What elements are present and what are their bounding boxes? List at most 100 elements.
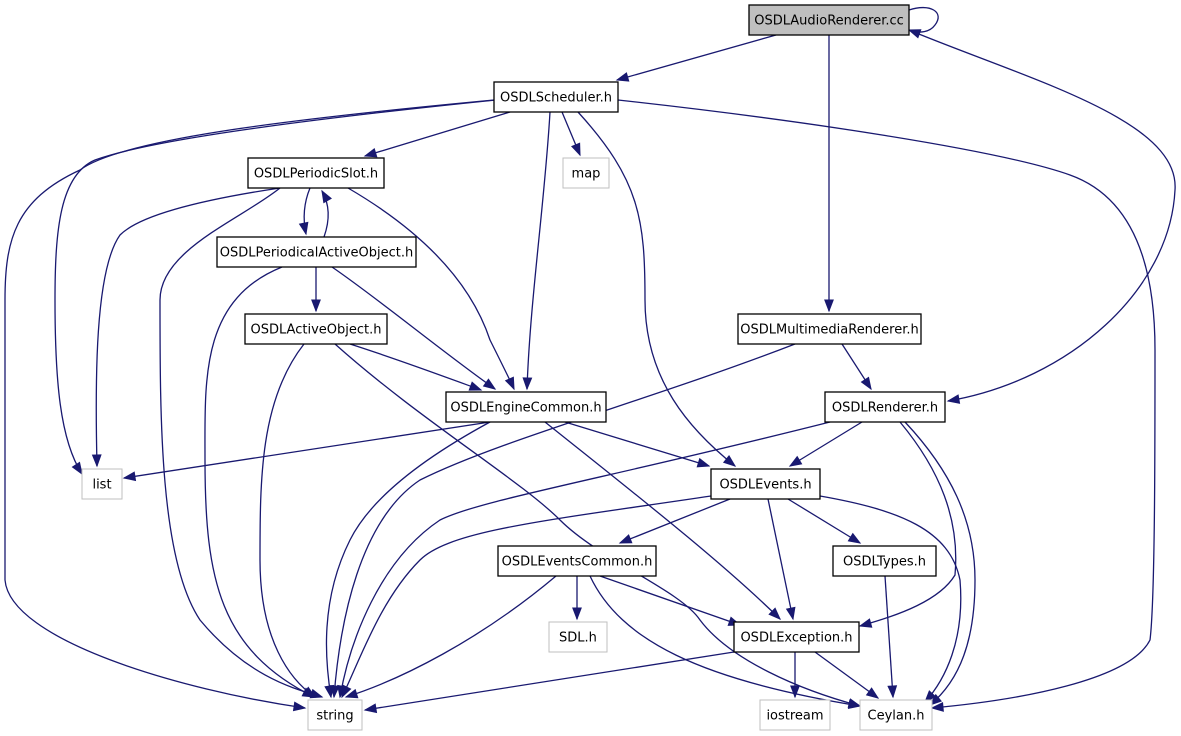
- edge-arrowhead: [122, 471, 137, 482]
- edge-arrowhead: [615, 72, 630, 82]
- node-box: [737, 313, 922, 345]
- edge-arrowhead: [522, 377, 533, 391]
- edge-arrowhead: [71, 461, 83, 476]
- node-label: SDL.h: [559, 631, 597, 646]
- edge-renderer-to-events: [788, 421, 863, 467]
- node-box: [307, 699, 363, 731]
- edge-line: [339, 421, 831, 698]
- edge-line: [54, 99, 497, 475]
- node-active-object[interactable]: OSDLActiveObject.h: [244, 313, 388, 345]
- edge-periodical_active_object-to-engine_common: [331, 266, 497, 390]
- edge-engine_common-to-list: [122, 421, 491, 482]
- edge-line: [159, 187, 323, 698]
- edge-exception-to-iostream: [790, 652, 800, 699]
- edge-audio_renderer-to-renderer: [908, 29, 1176, 404]
- edge-arrowhead: [860, 376, 872, 391]
- edge-line: [787, 498, 861, 544]
- node-label: OSDLEvents.h: [719, 478, 811, 493]
- edge-arrowhead: [344, 688, 359, 699]
- edge-scheduler-to-string: [4, 99, 495, 712]
- edge-arrowhead: [946, 394, 961, 404]
- edge-arrowhead: [321, 189, 332, 204]
- edge-arrowhead: [788, 455, 803, 467]
- edge-events_common-to-ceylan: [589, 575, 862, 710]
- edge-line: [589, 575, 861, 707]
- node-exception[interactable]: OSDLException.h: [733, 621, 860, 653]
- edge-arrowhead: [722, 454, 737, 467]
- edge-exception-to-ceylan: [814, 651, 880, 699]
- node-box: [216, 236, 417, 268]
- edge-active_object-to-engine_common: [349, 343, 483, 391]
- edge-line: [204, 266, 315, 698]
- node-periodic-slot[interactable]: OSDLPeriodicSlot.h: [247, 157, 385, 189]
- node-box: [859, 699, 933, 731]
- node-engine-common[interactable]: OSDLEngineCommon.h: [445, 391, 607, 423]
- edge-arrowhead: [847, 699, 862, 710]
- edge-arrowhead: [618, 534, 633, 544]
- edge-renderer-to-ceylan: [904, 421, 976, 706]
- edge-scheduler-to-list: [54, 99, 497, 476]
- node-label: Ceylan.h: [868, 709, 925, 724]
- edge-line: [259, 343, 316, 698]
- edge-arrowhead: [572, 607, 582, 621]
- node-scheduler[interactable]: OSDLScheduler.h: [493, 81, 619, 113]
- edge-line: [564, 421, 710, 467]
- node-events-common[interactable]: OSDLEventsCommon.h: [497, 545, 657, 577]
- edge-events-to-types: [787, 498, 862, 544]
- edge-line: [884, 575, 894, 698]
- edge-audio_renderer-to-multimedia_renderer: [824, 35, 834, 313]
- edge-line: [333, 343, 796, 698]
- edge-arrowhead: [341, 684, 352, 699]
- edge-line: [617, 99, 1156, 709]
- edge-line: [619, 498, 731, 544]
- node-box: [832, 545, 937, 577]
- edge-arrowhead: [865, 687, 880, 699]
- edge-arrowhead: [468, 381, 483, 391]
- node-box: [733, 621, 860, 653]
- node-box: [81, 468, 123, 500]
- edge-line: [616, 34, 777, 81]
- node-box: [562, 157, 610, 189]
- edge-line: [331, 266, 496, 390]
- node-box: [710, 468, 821, 500]
- edge-arrowhead: [768, 607, 781, 620]
- node-label: iostream: [766, 709, 823, 724]
- edge-scheduler-to-map: [561, 111, 581, 157]
- edge-line: [908, 6, 939, 33]
- node-sdl: SDL.h: [548, 621, 608, 653]
- edge-audio_renderer-to-audio_renderer: [907, 6, 939, 39]
- edge-renderer-to-exception: [858, 421, 957, 628]
- edge-line: [347, 187, 515, 390]
- edge-exception-to-string: [363, 651, 735, 714]
- node-label: OSDLScheduler.h: [500, 91, 612, 106]
- edge-arrowhead: [790, 685, 800, 699]
- node-multimedia-renderer[interactable]: OSDLMultimediaRenderer.h: [737, 313, 922, 345]
- edge-line: [345, 575, 557, 698]
- node-ceylan: Ceylan.h: [859, 699, 933, 731]
- edge-arrowhead: [292, 701, 307, 712]
- edge-arrowhead: [696, 457, 711, 468]
- node-label: list: [92, 478, 111, 493]
- edge-line: [364, 651, 735, 711]
- node-renderer[interactable]: OSDLRenderer.h: [824, 391, 946, 423]
- node-box: [493, 81, 619, 113]
- edge-line: [859, 421, 957, 627]
- edge-scheduler-to-ceylan: [617, 99, 1156, 712]
- node-periodical-active-object[interactable]: OSDLPeriodicalActiveObject.h: [216, 236, 417, 268]
- edge-line: [364, 111, 511, 157]
- edge-arrowhead: [887, 685, 898, 699]
- edge-periodical_active_object-to-periodic_slot: [321, 189, 332, 238]
- edge-arrowhead: [311, 299, 321, 313]
- node-box: [497, 545, 657, 577]
- edge-periodical_active_object-to-active_object: [311, 267, 321, 313]
- edge-arrowhead: [924, 690, 937, 704]
- node-audio-renderer[interactable]: OSDLAudioRenderer.cc: [748, 4, 910, 36]
- edge-arrowhead: [928, 693, 942, 706]
- node-types[interactable]: OSDLTypes.h: [832, 545, 937, 577]
- edge-scheduler-to-engine_common: [522, 111, 551, 391]
- node-events[interactable]: OSDLEvents.h: [710, 468, 821, 500]
- edge-line: [341, 495, 712, 698]
- node-box: [759, 699, 831, 731]
- edge-line: [325, 421, 491, 698]
